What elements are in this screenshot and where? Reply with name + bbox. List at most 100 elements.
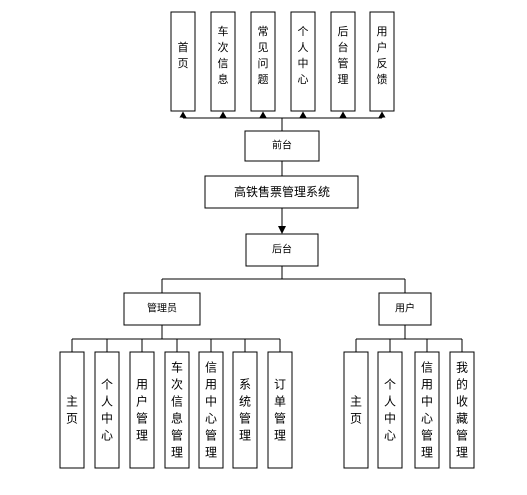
vertical-char: 中	[384, 411, 396, 426]
vertical-char: 问	[258, 57, 269, 70]
vertical-char: 心	[384, 429, 396, 443]
vertical-char: 个	[384, 378, 396, 392]
admin-module-label: 主页	[66, 395, 78, 426]
admin-module-box	[94, 351, 120, 469]
admin-module-box	[129, 351, 155, 469]
vertical-char: 户	[136, 394, 148, 409]
vertical-char: 理	[136, 429, 148, 443]
arrow-up-icon	[219, 111, 227, 118]
vertical-char: 中	[421, 394, 433, 409]
admin-module-box	[232, 351, 258, 469]
vertical-char: 管	[171, 428, 183, 443]
admin-module-box	[59, 351, 85, 469]
vertical-char: 后	[338, 25, 349, 38]
vertical-char: 页	[178, 57, 189, 70]
user-module-box	[449, 351, 475, 469]
vertical-char: 首	[178, 40, 189, 54]
vertical-char: 个	[298, 25, 309, 38]
vertical-char: 用	[136, 378, 148, 392]
vertical-char: 心	[421, 412, 433, 426]
vertical-char: 心	[298, 73, 309, 86]
vertical-char: 主	[350, 395, 362, 409]
vertical-char: 系	[239, 378, 251, 392]
vertical-char: 信	[171, 395, 183, 409]
vertical-char: 信	[205, 361, 217, 375]
vertical-char: 统	[239, 395, 251, 409]
vertical-char: 管	[136, 411, 148, 426]
front-module-box	[369, 11, 395, 112]
vertical-char: 车	[218, 24, 229, 38]
vertical-char: 人	[384, 395, 396, 409]
vertical-char: 单	[274, 395, 286, 409]
vertical-char: 信	[218, 57, 229, 70]
vertical-char: 的	[456, 377, 468, 392]
front-module-box	[170, 11, 196, 112]
vertical-char: 台	[338, 40, 349, 54]
vertical-char: 理	[421, 446, 433, 460]
user-module-box	[414, 351, 440, 469]
front-module-box	[250, 11, 276, 112]
system-title: 高铁售票管理系统	[234, 184, 330, 199]
vertical-char: 用	[421, 378, 433, 392]
front-module-box	[290, 11, 316, 112]
vertical-char: 题	[258, 73, 269, 86]
vertical-char: 心	[205, 412, 217, 426]
vertical-char: 管	[456, 428, 468, 443]
vertical-char: 次	[218, 40, 229, 54]
vertical-char: 收	[456, 395, 468, 409]
front-module-label: 首页	[178, 40, 189, 70]
vertical-char: 管	[274, 411, 286, 426]
vertical-char: 次	[171, 378, 183, 392]
vertical-char: 心	[101, 429, 113, 443]
admin-module-box	[198, 351, 224, 469]
admin-label: 管理员	[147, 302, 177, 315]
vertical-char: 信	[421, 361, 433, 375]
vertical-char: 中	[101, 411, 113, 426]
user-module-box	[377, 351, 403, 469]
vertical-char: 订	[274, 378, 286, 392]
vertical-char: 理	[456, 446, 468, 460]
vertical-char: 管	[239, 411, 251, 426]
arrow-up-icon	[299, 111, 307, 118]
arrow-up-icon	[259, 111, 267, 118]
front-module-box	[210, 11, 236, 112]
vertical-char: 页	[66, 412, 78, 426]
arrow-up-icon	[179, 111, 187, 118]
vertical-char: 人	[298, 41, 309, 54]
vertical-char: 户	[377, 40, 388, 54]
vertical-char: 车	[171, 360, 183, 375]
vertical-char: 管	[421, 428, 433, 443]
vertical-char: 人	[101, 395, 113, 409]
arrow-up-icon	[339, 111, 347, 118]
vertical-char: 常	[258, 25, 269, 38]
vertical-char: 用	[377, 25, 388, 38]
system-title-box	[204, 175, 359, 209]
vertical-char: 馈	[377, 73, 388, 86]
vertical-char: 中	[205, 394, 217, 409]
front-box	[244, 130, 320, 162]
vertical-char: 见	[258, 41, 269, 54]
user-box	[378, 292, 432, 326]
user-module-box	[343, 351, 369, 469]
admin-module-box	[267, 351, 293, 469]
vertical-char: 个	[101, 378, 113, 392]
admin-box	[123, 292, 201, 326]
admin-module-box	[164, 351, 190, 469]
user-label: 用户	[395, 302, 415, 315]
vertical-char: 反	[377, 57, 388, 70]
vertical-char: 理	[205, 446, 217, 460]
